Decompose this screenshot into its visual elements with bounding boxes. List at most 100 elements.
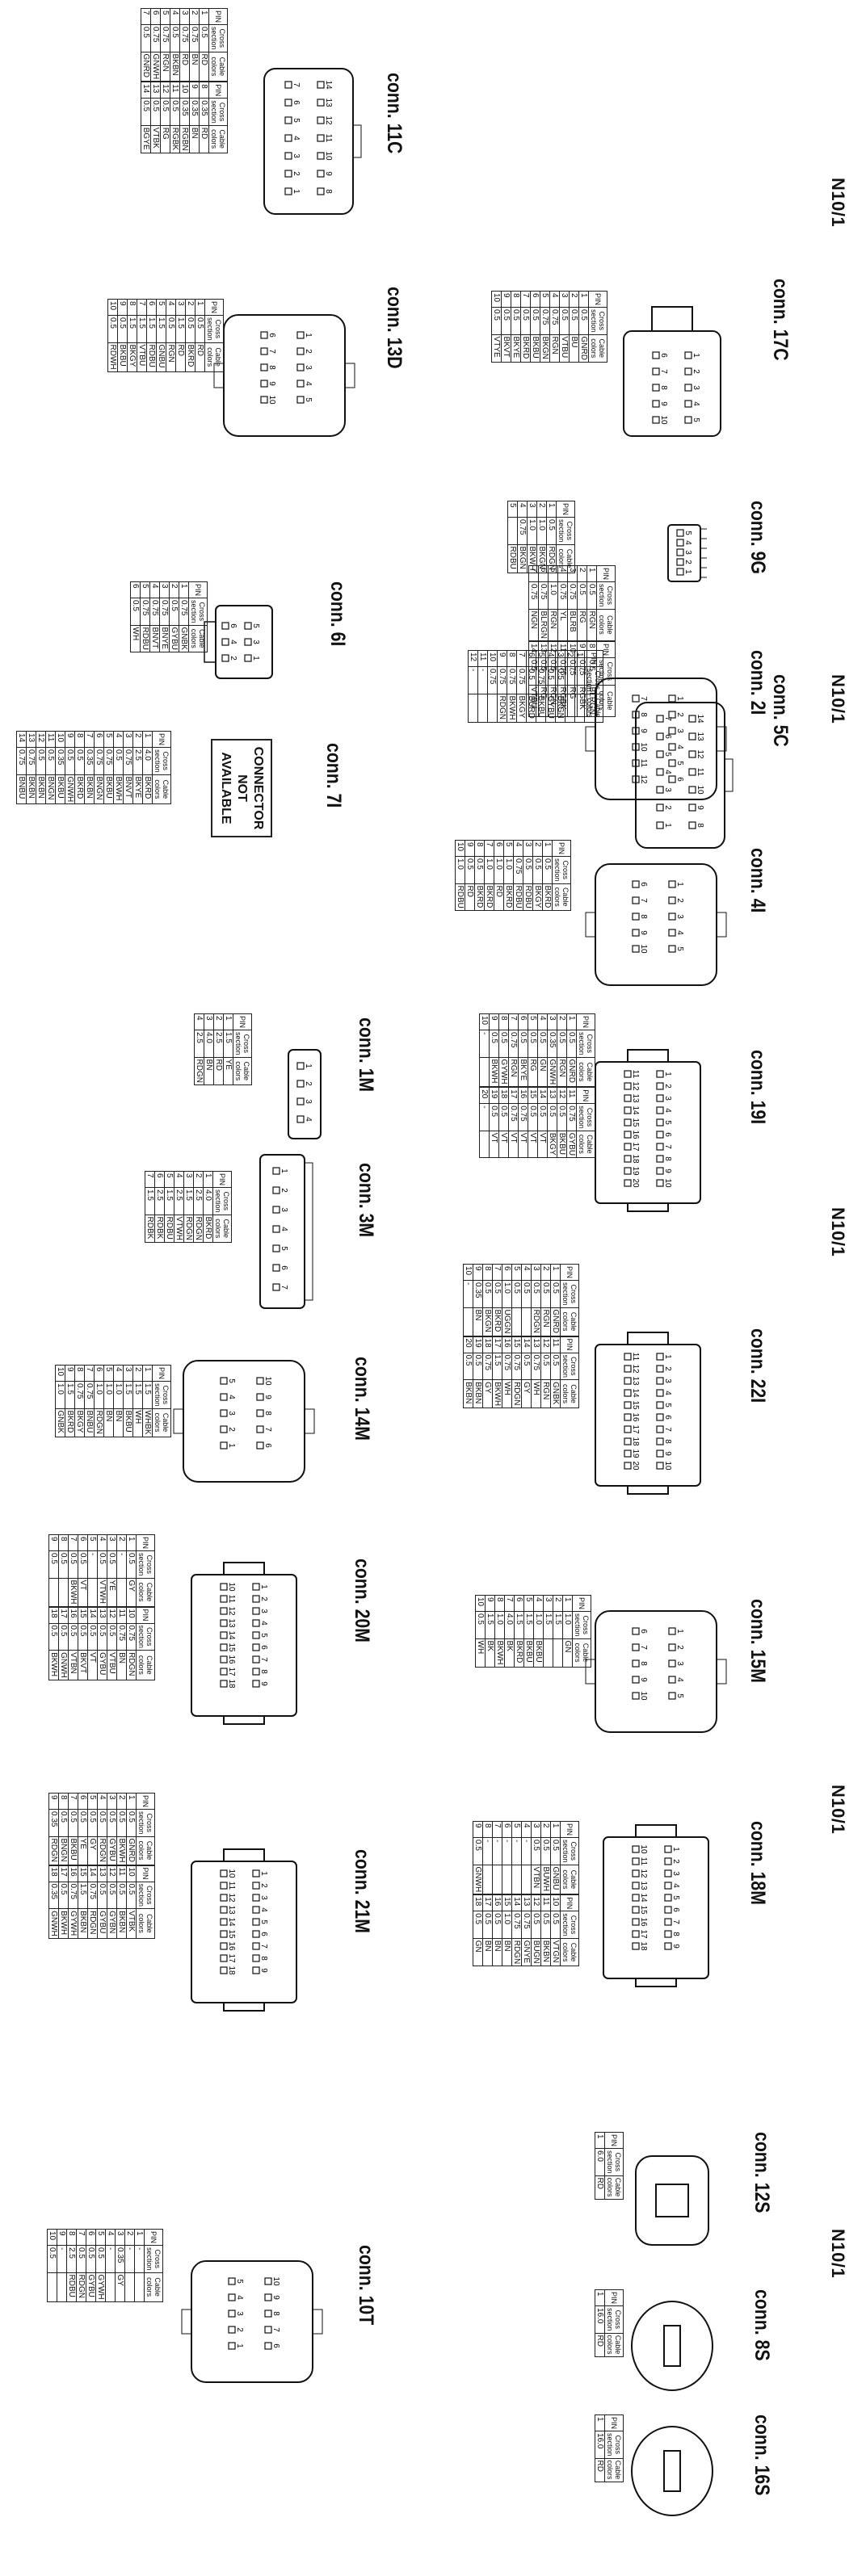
pin-number-cell: 9 (189, 82, 200, 99)
cable-color-cell (468, 694, 478, 723)
pin-number: 19 (631, 1449, 640, 1458)
cable-color-cell: RDBU (140, 625, 150, 652)
cross-section-cell: - (124, 2245, 135, 2273)
pin-number-cell: 6 (78, 1534, 88, 1551)
pin-number-cell: 4 (545, 650, 556, 667)
cross-section-cell: 1.5 (132, 1381, 143, 1409)
pin-number-cell: 12 (107, 1865, 117, 1882)
cross-section-cell: 0.75 (518, 1103, 528, 1131)
cross-section-cell: 0.5 (528, 1103, 538, 1131)
cable-color-cell: RGBK (170, 125, 180, 153)
cross-section-cell: 0.5 (550, 1911, 561, 1939)
pin-cavity (624, 1389, 632, 1397)
pin-number-cell: 2 (565, 650, 575, 667)
connector-pin (655, 2184, 689, 2217)
cross-section-cell: 0.5 (78, 1550, 88, 1579)
cross-section-cell: 0.5 (492, 1911, 502, 1939)
cross-section-cell: 0.5 (540, 1353, 551, 1380)
pin-number: 11 (324, 134, 333, 143)
cross-section-cell: 0.5 (531, 1911, 541, 1939)
pin-number-cell: 19 (489, 1087, 499, 1104)
cross-section-cell: 0.75 (150, 24, 161, 52)
cross-section-cell: 1.5 (485, 1611, 495, 1639)
cable-color-cell: VT (508, 1131, 519, 1158)
cable-color-cell: RDGN (87, 1908, 98, 1939)
cable-color-cell: YE (107, 1578, 117, 1607)
pinout-header-pin: PIN (556, 501, 575, 518)
pin-cavity (688, 821, 696, 829)
pin-number-cell: 1 (199, 8, 209, 25)
pin-number-cell: 9 (65, 1365, 75, 1382)
cable-color-cell: BKBN (26, 774, 36, 804)
pin-number-cell: 1 (566, 1013, 577, 1030)
pin-number: 8 (696, 823, 704, 828)
cable-color-cell: RD (595, 2458, 605, 2482)
pin-number: 3 (683, 550, 692, 555)
pin-cavity (256, 1377, 264, 1385)
pin-number: 4 (304, 381, 313, 386)
cross-section-cell: 0.75 (87, 1882, 98, 1909)
cable-color-cell: RDBU (513, 883, 523, 911)
cable-color-cell: RDGN (193, 1215, 204, 1243)
pinout-header-pin: PIN (576, 1087, 595, 1104)
pin-number: 5 (259, 1633, 268, 1638)
pin-cavity (624, 1070, 632, 1078)
pin-number: 8 (639, 914, 648, 919)
pin-number-cell: 1 (595, 2289, 605, 2306)
cross-section-cell: 4.0 (203, 1187, 213, 1215)
cross-section-cell: 0.5 (475, 1611, 486, 1639)
pin-number-cell: 1 (203, 1171, 213, 1188)
connector-housing (631, 2301, 713, 2391)
pin-number-cell: 6 (94, 731, 104, 748)
cable-color-cell: BKGN (517, 544, 528, 573)
pin-cavity (668, 1692, 676, 1700)
pin-cavity (252, 1619, 260, 1627)
pin-number-cell: 18 (48, 1606, 59, 1624)
pin-cavity (668, 1659, 676, 1668)
pinout-header-cable: Cable colors (556, 544, 575, 573)
pin-number-cell: 3 (523, 840, 533, 857)
connector-latch (204, 621, 216, 663)
pin-number: 3 (663, 787, 672, 792)
pinout-header-cable: Cable colors (136, 1908, 155, 1939)
cable-color-cell: RGN (540, 1307, 551, 1336)
cross-section-cell: 0.5 (199, 24, 209, 52)
pin-number: 8 (663, 1439, 672, 1444)
cross-section-cell: 0.5 (76, 2245, 86, 2273)
pin-cavity (317, 152, 325, 160)
cable-color-cell: BKRD (474, 883, 485, 911)
cable-color-cell: RDBU (507, 544, 518, 573)
cable-color-cell (48, 1578, 59, 1607)
pin-number-cell: 8 (199, 82, 209, 99)
cable-color-cell: BN (502, 1938, 512, 1966)
cross-section-cell: 0.5 (170, 24, 180, 52)
pinout-header-cable: Cable colors (136, 1836, 155, 1865)
pin-number: 1 (675, 1629, 684, 1634)
cross-section-cell: 1.5 (123, 1381, 133, 1409)
pin-number: 8 (659, 385, 668, 390)
cross-section-cell: 0.5 (473, 1353, 483, 1380)
pin-number-cell: 7 (520, 291, 531, 308)
pin-number: 11 (639, 759, 648, 768)
connector-pin (663, 2325, 681, 2367)
pinout-header-cross: Cross section (204, 315, 224, 343)
pin-cavity (221, 654, 229, 662)
pin-number: 10 (227, 1869, 236, 1878)
